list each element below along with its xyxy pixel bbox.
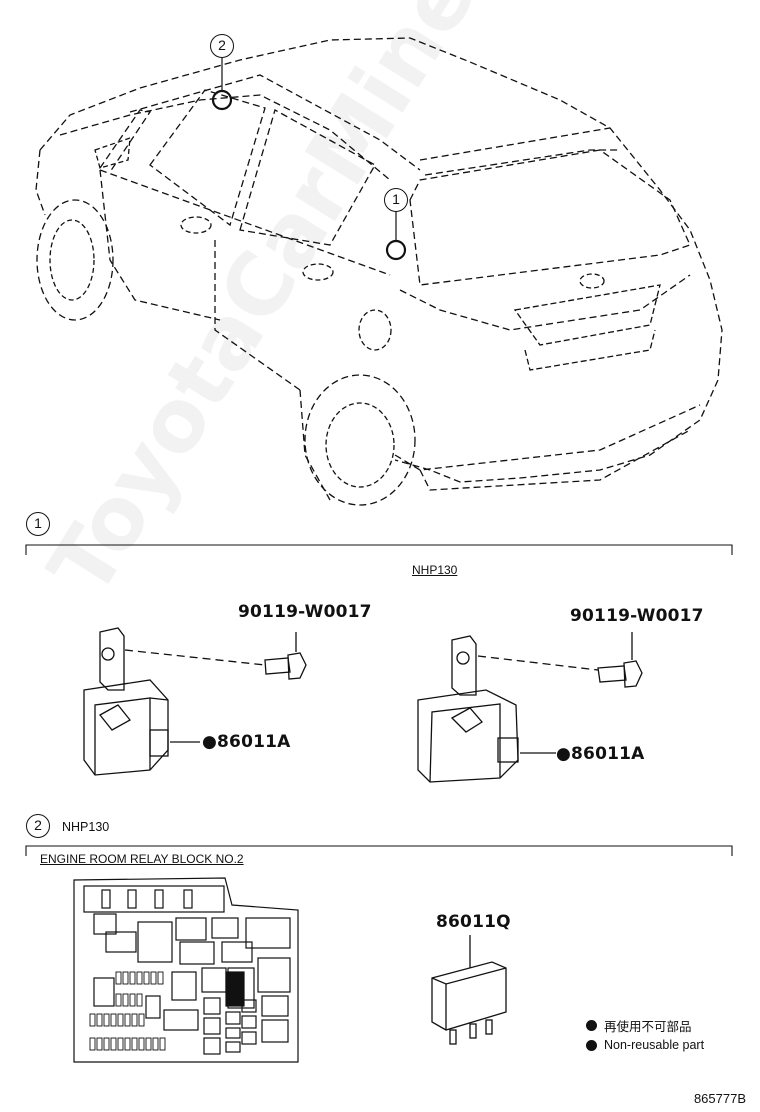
non-reusable-dot-icon — [586, 1020, 597, 1031]
callout-2-top: 2 — [210, 34, 234, 58]
legend-row-en: Non-reusable part — [586, 1038, 704, 1052]
diagram-reference-number: 865777B — [693, 1091, 746, 1106]
relay-86011q-part-number: 86011Q — [436, 912, 511, 932]
non-reusable-dot-icon — [586, 1039, 597, 1051]
section2-model-label: NHP130 — [62, 820, 110, 834]
legend-row-jp: 再使用不可部品 — [586, 1016, 692, 1035]
legend-text-jp: 再使用不可部品 — [604, 1020, 692, 1034]
callout-2-section: 2 — [26, 814, 50, 838]
relay-part-number-left: ●86011A — [202, 732, 291, 752]
relay-block-title: ENGINE ROOM RELAY BLOCK NO.2 — [40, 852, 244, 866]
bolt-part-number-right: 90119-W0017 — [570, 606, 704, 626]
section1-model-label: NHP130 — [412, 563, 458, 577]
callout-1-section: 1 — [26, 512, 50, 536]
vehicle-illustration — [35, 37, 723, 506]
callout-1-top: 1 — [384, 188, 408, 212]
relay-part-number-right: ●86011A — [556, 744, 645, 764]
legend-text-en: Non-reusable part — [604, 1038, 705, 1052]
bolt-part-number-left: 90119-W0017 — [238, 602, 372, 622]
